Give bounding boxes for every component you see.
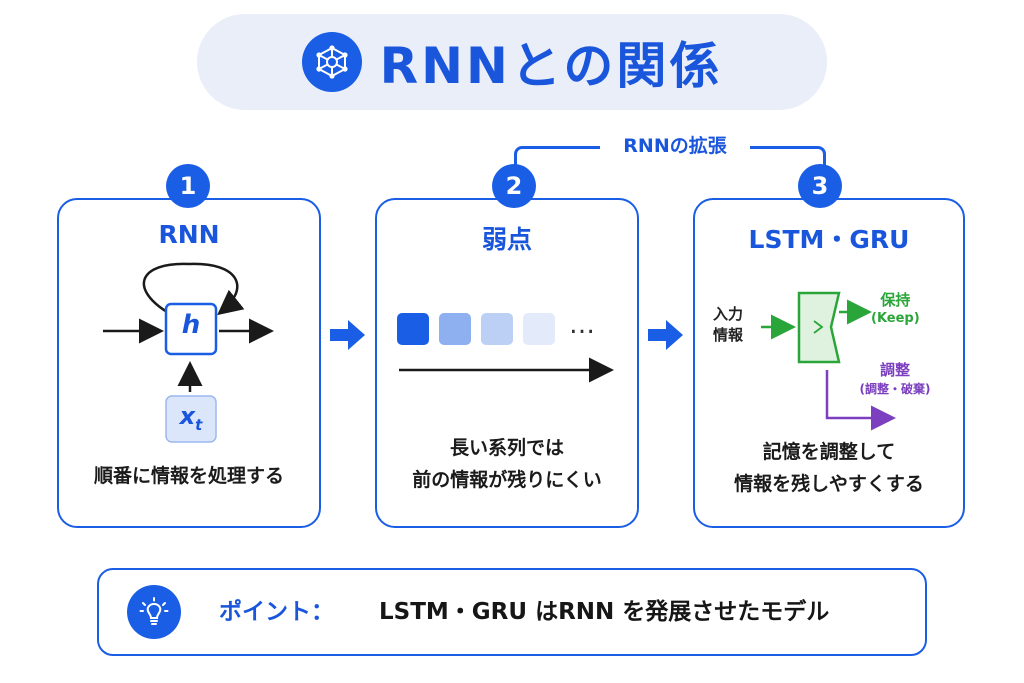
arrow-right-icon — [648, 320, 683, 350]
keep-label: 保持 (Keep) — [871, 290, 920, 328]
adjust-title: 調整 — [879, 361, 910, 379]
card-description: 順番に情報を処理する — [93, 465, 284, 487]
point-box: ポイント： LSTM・GRU はRNN を発展させたモデル — [97, 568, 927, 656]
input-x-text: x — [179, 402, 196, 430]
input-x-label: xt — [166, 402, 216, 434]
card-title: LSTM・GRU — [748, 225, 910, 254]
step-number-2: 2 — [492, 164, 536, 208]
card-title: 弱点 — [481, 225, 532, 254]
page-title: RNNとの関係 — [379, 37, 723, 95]
arrow-right-icon — [330, 320, 365, 350]
lightbulb-icon — [127, 585, 181, 639]
sequence-block-1 — [397, 313, 429, 345]
card-description: 長い系列では 前の情報が残りにくい — [377, 432, 637, 496]
point-label: ポイント： — [219, 599, 334, 625]
adjust-label: 調整 (調整・破棄) — [843, 360, 947, 398]
hidden-state-label: h — [181, 310, 201, 340]
description-line-2: 前の情報が残りにくい — [412, 469, 602, 491]
ellipsis: … — [569, 310, 595, 340]
card-description: 記憶を調整して 情報を残しやすくする — [695, 436, 963, 500]
description-line-1: 記憶を調整して — [762, 441, 896, 463]
bracket-label: RNNの拡張 — [600, 131, 750, 161]
input-info-line-2: 情報 — [713, 326, 744, 344]
keep-title: 保持 — [880, 291, 911, 309]
gate-diagram — [761, 291, 896, 431]
input-x-subscript: t — [195, 416, 203, 434]
card-rnn: RNN h xt 順番に情報を処理する — [57, 198, 321, 528]
card-weakness: 弱点 … 長い系列では 前の情報が残りにくい — [375, 198, 639, 528]
keep-subtitle: (Keep) — [871, 311, 920, 326]
rnn-diagram — [103, 262, 274, 443]
step-number-3: 3 — [798, 164, 842, 208]
sequence-block-2 — [439, 313, 471, 345]
point-text: LSTM・GRU はRNN を発展させたモデル — [379, 599, 830, 625]
description-line-2: 情報を残しやすくする — [734, 473, 924, 495]
neural-network-icon — [301, 32, 362, 92]
sequence-block-3 — [481, 313, 513, 345]
title-pill: RNNとの関係 — [197, 14, 827, 110]
card-title: RNN — [158, 220, 220, 249]
adjust-subtitle: (調整・破棄) — [859, 382, 931, 396]
sequence-decay-diagram — [397, 313, 614, 383]
card-lstm-gru: LSTM・GRU 入力 情報 保持 (Keep) 調整 (調整・破棄) 記憶を調… — [693, 198, 965, 528]
sequence-block-4 — [523, 313, 555, 345]
description-line-1: 長い系列では — [449, 437, 564, 459]
step-number-1: 1 — [166, 164, 210, 208]
input-info-label: 入力 情報 — [713, 304, 743, 346]
input-info-line-1: 入力 — [713, 305, 744, 323]
